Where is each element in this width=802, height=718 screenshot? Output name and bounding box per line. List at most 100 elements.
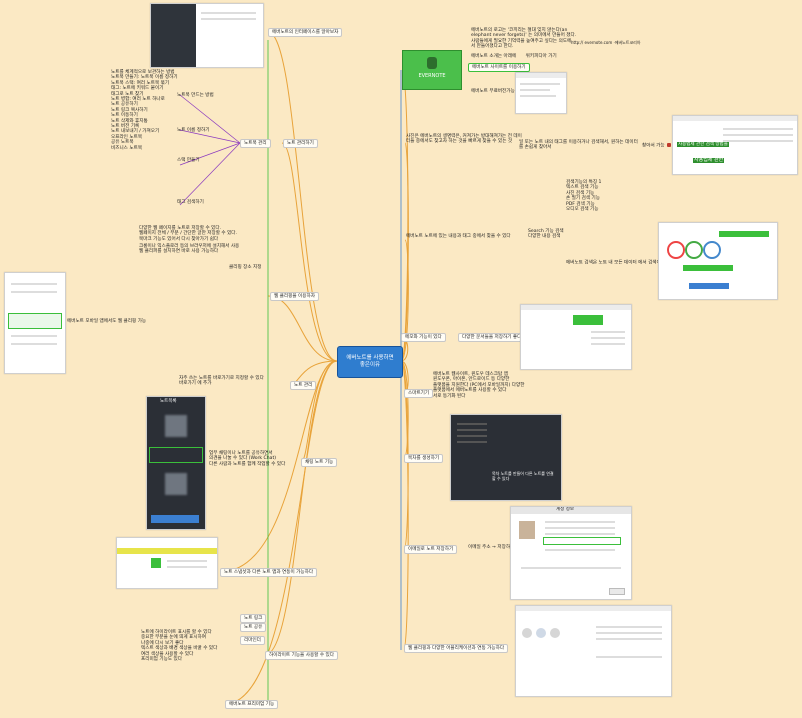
evernote-site-url[interactable]: http:// evernote.com ·에버노트코리아 [571,40,641,45]
smart-device-desc-line: 플랫폼에서 에버노트를 사용할 수 있다 [433,388,507,394]
webclip-desc: 다양한 웹 페이지를 노트로 저장할 수 있다. 웹페이지 전체 / 부분 / … [138,226,238,242]
green-label-bar [719,231,769,237]
note-management-node[interactable]: 노트 관리하기 [283,139,318,149]
green-highlight [573,315,603,325]
chat-note-desc-line: 업무 채팅이나 노트를 공유하면서 [209,451,273,456]
flag-icon [666,143,671,147]
search-power-node[interactable]: 사진은 에버노트의 생명력은, 커져가는 방대해져가는 전 데이터들 중에서도 … [406,134,522,145]
interface-screenshot [150,3,264,68]
highlight-desc: 노트에 하이라이트 표시를 할 수 있다 중요한 부분을 눈에 띄게 표시하여 … [140,630,218,662]
notebook-sub-b: 노트 이름 정하기 [177,128,210,133]
webclip-desc-line: 북마크 기능도 있어서 다시 찾아가기 쉽다 [139,236,219,242]
free-version-node: 에버노트 무료버전가능 [471,89,515,94]
smart-device-desc-line: 에버노트 웹사이트, 윈도우 데스크탑 앱 [433,372,508,377]
search-feature-item: 검색기능의 특징 1 [566,180,602,185]
webclip-note: 클리핑 장소 지정 [229,265,262,270]
tree-item: 태그로 노트 찾기 [111,91,144,97]
premium-node[interactable]: 에버노트 프리미엄 기능 [225,700,279,710]
webclip-node[interactable]: 웹 클리핑을 이용하자 [270,292,319,302]
evernote-site-label: 에버노트 사이트를 이용하기 [472,65,526,70]
webclip-integration-node[interactable]: 웹 클리핑과 다양한 어플리케이션과 연동 가능하다 [404,644,509,654]
avatar [519,521,535,539]
intro-desc-line: 에버노트의 로고는 '코끼리는 절대 잊지 않는다(an [471,28,568,33]
search-feature-item: 손 필기 검색 기능 [566,196,600,202]
central-topic[interactable]: 에버노트를 사용하면 좋은이유 [337,346,403,378]
chat-note-desc-line: 의견을 나눌 수 있다 (Work Chat) [209,456,277,462]
tree-item: 노트를 체계적으로 보관하는 방법 [111,70,175,75]
webclip-desc-line: 웹페이지 전체 / 부분 / 간단한 글만 저장할 수 있다. [139,231,237,237]
search-desc-line: 일 또는 노트 내의 태그를 이용하거나 검색해서, 원하는 데이터 [519,140,638,145]
note-shortcut-desc-line: 바로가기 에 추가 [179,381,212,387]
search-desc: 일 또는 노트 내의 태그를 이용하거나 검색해서, 원하는 데이터 를 손쉽게… [518,140,639,151]
search-feature-item: 사진 검색 기능 [566,190,595,196]
search-feature-list: 검색기능의 특징 1 텍스트 검색 기능 사진 검색 기능 손 필기 검색 기능… [565,180,602,212]
highlight-item-3[interactable]: 리마인더 [240,636,265,646]
note-content-search-node[interactable]: 에버노트 노트에 있는 내용과 태그 중에서 찾을 수 있다 [406,234,511,239]
chat-phone-screenshot: 노트목록 [146,396,206,530]
snapshot-integration-node[interactable]: 노트 스냅샷과 다른 노트 앱과 연동이 가능하다 [220,568,318,578]
snapshot-screenshot [116,537,218,589]
webclip-screenshot [515,605,672,697]
notebook-tree: 노트를 체계적으로 보관하는 방법 노트북 만들기: 노트북 이름 정하기 노트… [110,70,179,151]
ok-button[interactable] [609,588,625,595]
smart-device-node[interactable]: 스마트기기 [404,389,434,399]
tree-item: 공유 노트북 [111,140,134,146]
highlight-item-2[interactable]: 노트 공유 [240,623,267,633]
green-circle-icon [685,241,703,259]
note-shortcut-desc: 자주 쓰는 노트를 바로가기로 지정할 수 있다 바로가기 에 추가 [178,376,265,387]
search-feature-item: PDF 검색 기능 [566,201,595,207]
elephant-icon [427,57,437,69]
notebook-sub-a: 노트북 만드는 방법 [177,93,214,98]
smart-device-desc-line: 플랫폼을 지원한다 (PC에서 모바일까지) 다양한 [433,382,525,388]
evernote-site-screenshot [515,72,567,114]
tree-item: 노트 내보내기 / 가져오기 [111,129,160,135]
notebook-sub-c: 스택 만들기 [177,158,200,163]
blue-label-bar [689,283,729,289]
tree-item: 태그: 노트에 키워드 붙이기 [111,86,164,92]
interface-node[interactable]: 에버노트의 인터페이스를 알아보자 [268,28,343,38]
evernote-logo-node[interactable]: EVERNOTE [402,50,462,90]
search-find-label: 찾아서 가능 [642,143,665,149]
chat-note-desc: 업무 채팅이나 노트를 공유하면서 의견을 나눌 수 있다 (Work Chat… [208,451,286,467]
search-feature-item: 텍스트 검색 기능 [566,185,599,191]
email-note-node[interactable]: 이메일로 노트 저장하기 [404,545,458,555]
highlight-item-1[interactable]: 노트 링크 [240,614,267,624]
search-screenshot-label: 사용법세 관한 검색 방법을 [677,142,729,148]
phone-screenshot [4,272,66,374]
blue-circle-icon [703,241,721,259]
notebook-hub-node[interactable]: 노트북 관리 [240,139,271,149]
memo-sub-node[interactable]: 다양한 문서들을 저장하기 좋다 [458,333,526,343]
intro-wiki-node[interactable]: 에버노트 소개는 아래에 위키피디아 가기 [470,54,558,59]
smart-device-desc: 에버노트 웹사이트, 윈도우 데스크탑 앱 윈도우폰, 아이폰, 안드로이드 등… [432,372,525,399]
note-shortcut-desc-line: 자주 쓰는 노트를 바로가기로 지정할 수 있다 [179,376,264,381]
note-shortcut-node[interactable]: 노트 관리 [290,381,317,391]
memo-node[interactable]: 메모와 기능이 있다 [401,333,446,343]
smart-device-desc-line: 윈도우폰, 아이폰, 안드로이드 등 다양한 [433,377,510,383]
search-feature-item: 오디오 검색 기능 [566,207,599,213]
intro-wiki-link[interactable]: 위키피디아 가기 [525,54,557,59]
phone-title: 노트목록 [160,399,177,404]
central-title-line2: 좋은이유 [359,362,381,368]
intro-desc-line: 사람들에게 필요한 기억력을 높여주고 싶다는 의도에 [471,38,572,44]
search-function-label: Search 기능 검색 [528,229,564,234]
evernote-site-node[interactable]: 에버노트 사이트를 이용하기 [468,63,530,73]
highlight-desc-line: 나중에 다시 보기 좋다 [141,640,184,646]
search-note-label: 에버노트 검색은 노트 내 모든 데이터 에서 검색이 가능하다 [566,260,680,266]
intro-desc-line: elephant never forgets)' 는 의미에서 만들어 졌다. [471,33,577,39]
memo-screenshot [520,304,632,370]
tree-item: 노트 버전 기록 [111,124,140,130]
highlight-desc-line: 여러 색상을 사용할 수 있다 [141,651,194,657]
evernote-logo-text: EVERNOTE [418,73,446,79]
search-screenshot-caption: 사용법세 관한 [693,157,725,164]
evernote-intro-desc: 에버노트의 로고는 '코끼리는 절대 잊지 않는다(an elephant ne… [470,28,577,50]
toc-node[interactable]: 목차를 생성하기 [404,454,444,464]
highlight-desc-line: 프리미엄 기능도 있다 [141,657,182,663]
chat-note-node[interactable]: 채팅 노트 기능 [301,458,338,468]
webclip-desc-line: 다양한 웹 페이지를 노트로 저장할 수 있다. [139,226,222,231]
highlight-node[interactable]: 하이라이트 기능을 사용할 수 있다 [265,651,339,661]
account-dialog-title: 계정 정보 [556,507,574,512]
notebook-sub-d: 태그 검색하기 [177,200,204,205]
tree-item: 노트 삭제와 휴지통 [111,118,148,124]
tree-item: 노트 이동하기 [111,113,138,119]
tree-item: 노트 병합: 여러 노트 하나로 [111,97,165,103]
